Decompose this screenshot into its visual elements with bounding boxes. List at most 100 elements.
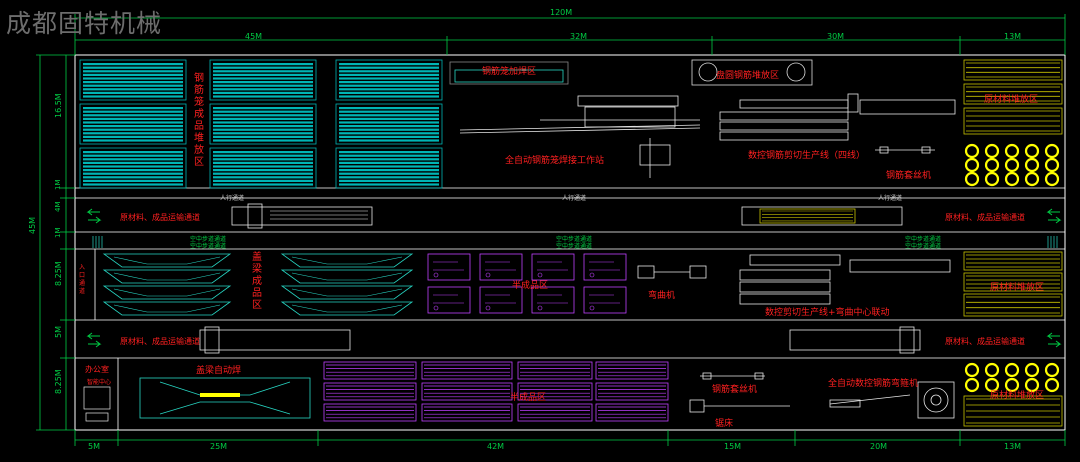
building-outline [74, 54, 1066, 431]
cage-bundle [339, 183, 439, 186]
semi-product-rack [421, 382, 513, 401]
raw-rack [963, 395, 1063, 427]
semi-product-frame [479, 253, 523, 281]
cage-bundle [213, 73, 313, 76]
cage-storage-block [209, 59, 317, 101]
semi-product-hoop [433, 305, 439, 311]
cage-bundle [83, 73, 183, 76]
beam-product [102, 269, 232, 284]
beam-product [280, 269, 414, 284]
cage-bundle [83, 128, 183, 131]
cage-bundle [213, 95, 313, 98]
cage-bundle [213, 139, 313, 142]
cage-bundle [83, 183, 183, 186]
cage-bundle [339, 139, 439, 142]
coil-ring [1024, 171, 1040, 187]
cage-bundle [213, 84, 313, 87]
cage-bundle [213, 132, 313, 135]
office-room [83, 386, 111, 422]
cage-bundle [213, 81, 313, 84]
coil-reel [786, 62, 806, 82]
cage-storage-block [209, 103, 317, 145]
semi-product-hoop [589, 305, 595, 311]
raw-rack [963, 59, 1063, 81]
cage-bundle [83, 169, 183, 172]
semi-product-rack [421, 361, 513, 380]
coil-ring [1044, 143, 1060, 159]
raw-rack [963, 272, 1063, 292]
beam-product [280, 301, 414, 316]
coil-ring [964, 171, 980, 187]
semi-product-rack [323, 382, 417, 401]
semi-product-frame [583, 286, 627, 314]
cage-bundle [213, 158, 313, 161]
coil-ring [984, 171, 1000, 187]
semi-product-rack [323, 361, 417, 380]
coil-ring [1024, 157, 1040, 173]
cage-bundle [83, 63, 183, 66]
semi-product-frame [531, 286, 575, 314]
coil-ring [964, 362, 980, 378]
coil-ring [1024, 143, 1040, 159]
coil-ring [1004, 157, 1020, 173]
processing-table [454, 69, 564, 83]
cage-bundle [213, 135, 313, 138]
semi-product-hoop [537, 305, 543, 311]
coil-ring [1004, 362, 1020, 378]
semi-product-hoop [537, 272, 543, 278]
cage-bundle [339, 154, 439, 157]
semi-product-hoop [589, 272, 595, 278]
cage-storage-block [79, 147, 187, 189]
semi-product-rack [517, 382, 593, 401]
cage-storage-block [335, 103, 443, 145]
cage-bundle [213, 151, 313, 154]
cage-bundle [339, 121, 439, 124]
cage-bundle [213, 110, 313, 113]
cage-storage-block [335, 147, 443, 189]
cage-bundle [339, 63, 439, 66]
cage-bundle [339, 114, 439, 117]
beam-product-rebar [113, 304, 221, 313]
coil-ring [984, 377, 1000, 393]
cage-bundle [83, 139, 183, 142]
cage-bundle [83, 158, 183, 161]
semi-product-hoop [485, 305, 491, 311]
truck-left-bottom [199, 326, 351, 354]
semi-product-rack [421, 403, 513, 422]
cage-bundle [213, 169, 313, 172]
semi-product-frame [479, 286, 523, 314]
semi-product-frame [531, 253, 575, 281]
cage-bundle [83, 70, 183, 73]
beam-product-rebar [113, 288, 221, 297]
cage-bundle [83, 91, 183, 94]
cage-bundle [83, 84, 183, 87]
cage-bundle [213, 125, 313, 128]
cage-bundle [213, 179, 313, 182]
cage-bundle [339, 117, 439, 120]
cage-bundle [213, 114, 313, 117]
cage-storage-block [79, 59, 187, 101]
brand-title: 成都固特机械 [6, 9, 163, 38]
bottom-machines-drawing [689, 372, 955, 419]
cage-bundle [213, 121, 313, 124]
beam-product [102, 253, 232, 268]
cage-bundle [339, 84, 439, 87]
cage-bundle [213, 63, 313, 66]
cage-bundle [339, 73, 439, 76]
semi-product-frame [427, 286, 471, 314]
beam-product-rebar [291, 304, 403, 313]
cage-bundle [83, 125, 183, 128]
cage-bundle [339, 107, 439, 110]
cage-bundle [213, 154, 313, 157]
cage-bundle [213, 165, 313, 168]
cage-bundle [83, 165, 183, 168]
beam-product [280, 285, 414, 300]
cage-bundle [83, 95, 183, 98]
cage-bundle [83, 77, 183, 80]
cage-storage-block [335, 59, 443, 101]
cage-bundle [339, 128, 439, 131]
cage-bundle [213, 183, 313, 186]
cage-bundle [213, 77, 313, 80]
coil-ring [984, 362, 1000, 378]
